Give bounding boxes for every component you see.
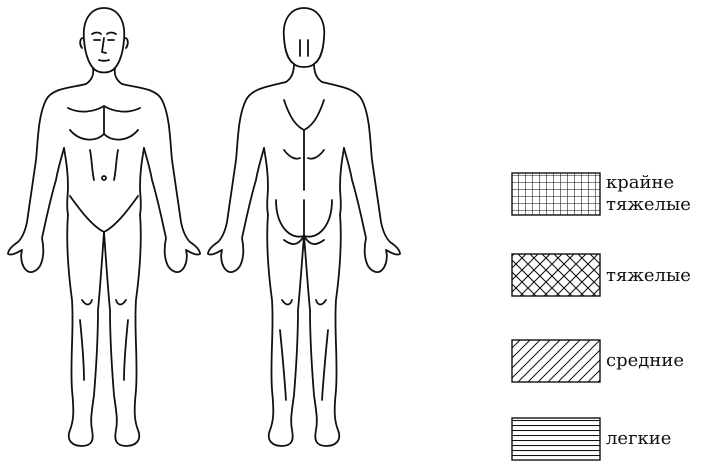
front-right-leg [104,214,141,446]
back-body-figure [208,8,400,446]
legend-swatch-extreme [512,173,600,215]
legend-swatch-moderate [512,340,600,382]
front-right-side [122,84,200,272]
back-head [284,8,325,67]
front-body-figure [8,8,200,446]
legend-label-extreme-line2: тяжелые [606,194,691,216]
back-left-side [208,82,286,272]
legend-label-extreme-line1: крайне [606,172,691,194]
back-right-side [322,82,400,272]
legend-label-extreme: крайне тяжелые [606,172,691,216]
back-right-leg [304,214,341,446]
front-left-leg [67,214,104,446]
legend-label-moderate: средние [606,350,684,372]
legend-label-severe: тяжелые [606,265,691,287]
legend-swatch-severe [512,254,600,296]
back-left-leg [267,214,304,446]
legend-label-mild: легкие [606,428,671,450]
legend [512,173,600,460]
front-left-side [8,84,86,272]
legend-swatch-mild [512,418,600,460]
